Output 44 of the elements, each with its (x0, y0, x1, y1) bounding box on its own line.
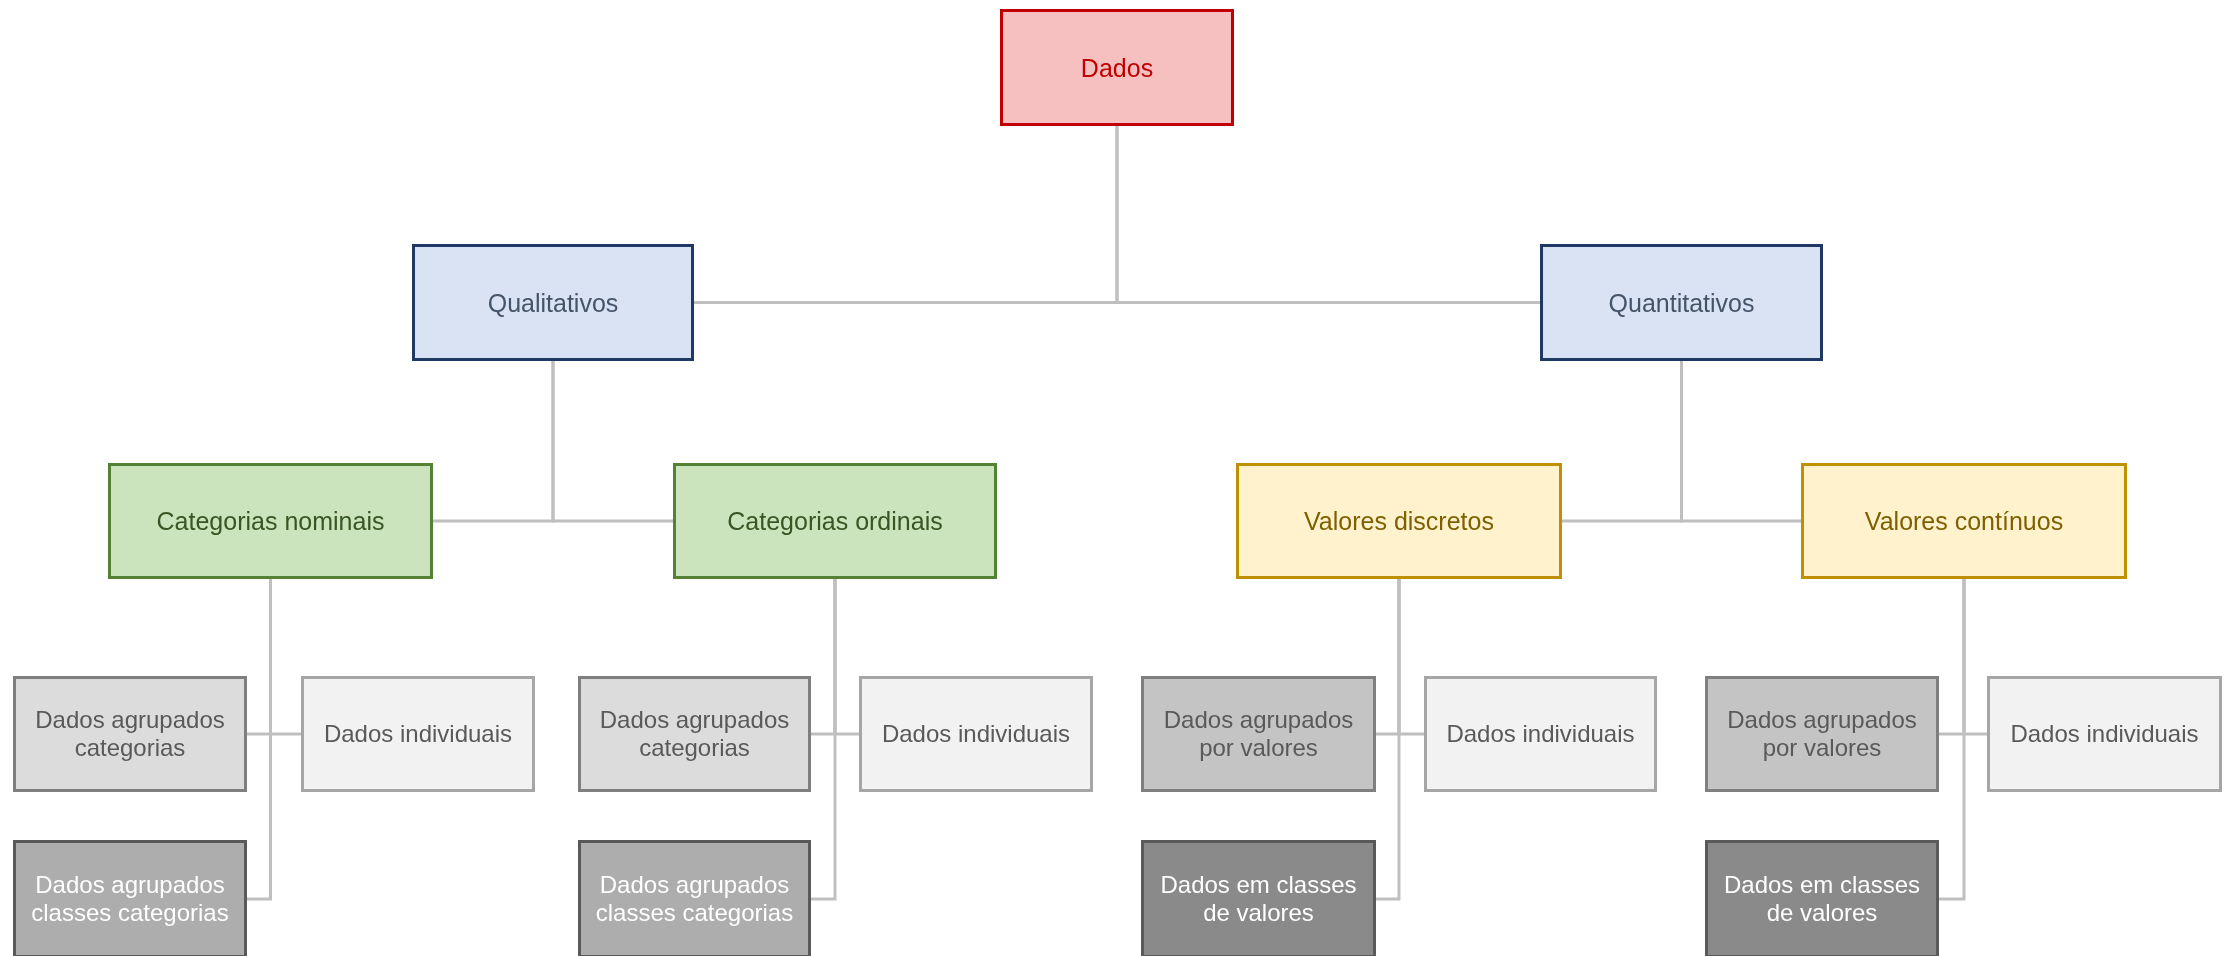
data-type-box (1705, 840, 1939, 956)
category-box (412, 244, 694, 361)
root-box (1000, 9, 1234, 126)
data-type-box (13, 676, 247, 792)
connector-line (551, 361, 673, 523)
box-label: Dados agrupados classes categorias (594, 871, 795, 927)
box-label: Dados (1080, 52, 1154, 83)
box-label: Dados em classes de valores (1159, 871, 1358, 927)
data-type-box (13, 840, 247, 956)
data-type-box (1705, 676, 1939, 792)
connector-line (811, 579, 837, 901)
box-label: Dados individuais (1446, 720, 1635, 748)
category-box (1801, 463, 2127, 579)
connector-line (1376, 579, 1401, 901)
box-label: Dados agrupados por valores (1162, 706, 1355, 762)
box-label: Dados agrupados por valores (1726, 706, 1918, 762)
box-label: Quantitativos (1608, 287, 1755, 318)
data-type-box (301, 676, 535, 792)
data-type-box (1424, 676, 1657, 792)
box-label: Dados em classes de valores (1722, 871, 1922, 927)
category-box (673, 463, 997, 579)
data-type-box (578, 840, 811, 956)
box-label: Dados individuais (881, 720, 1071, 748)
connector-line (247, 579, 272, 901)
category-box (1540, 244, 1823, 361)
connector-line (1939, 579, 1966, 901)
data-type-box (1141, 840, 1376, 956)
box-label: Dados individuais (2010, 720, 2199, 748)
box-label: Categorias ordinais (727, 506, 943, 536)
box-label: Categorias nominais (156, 506, 385, 536)
box-label: Dados agrupados categorias (34, 706, 226, 762)
data-type-box (1987, 676, 2222, 792)
box-label: Qualitativos (487, 287, 619, 318)
category-box (108, 463, 433, 579)
box-label: Dados agrupados categorias (598, 706, 791, 762)
data-type-box (1141, 676, 1376, 792)
data-type-box (578, 676, 811, 792)
box-label: Valores contínuos (1864, 506, 2064, 536)
box-label: Dados agrupados classes categorias (30, 871, 230, 927)
box-label: Dados individuais (323, 720, 513, 748)
data-type-box (859, 676, 1093, 792)
connector-line (1115, 126, 1540, 304)
box-label: Valores discretos (1304, 506, 1494, 536)
category-box (1236, 463, 1562, 579)
